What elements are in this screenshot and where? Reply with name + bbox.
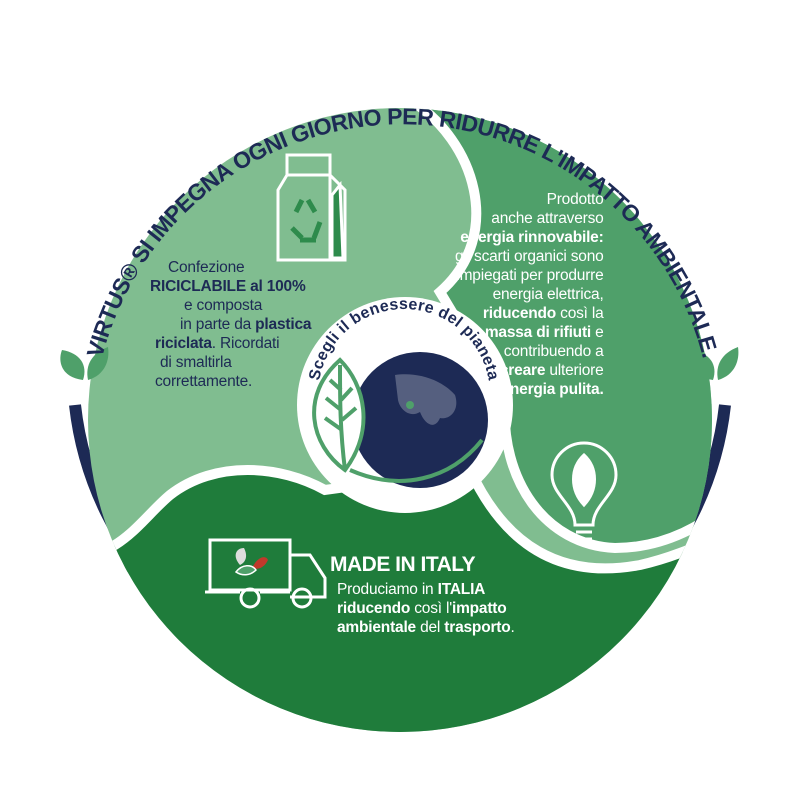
text-line: riciclata. Ricordati [150, 334, 311, 353]
bold-text: riducendo [482, 305, 557, 322]
text: in parte da [180, 316, 256, 333]
globe-icon [352, 352, 488, 488]
bold-text: riducendo [337, 600, 411, 617]
text-line: riducendo così la [455, 304, 604, 323]
lightbulb-leaf-icon [550, 441, 618, 541]
text-line: energia rinnovabile: [455, 228, 604, 247]
text: impiegati per produrre [456, 267, 604, 284]
text-line: gli scarti organici sono [455, 247, 604, 266]
text-line: anche attraverso [455, 209, 604, 228]
text-line: e composta [150, 296, 311, 315]
text: di smaltirla [160, 354, 232, 371]
text: anche attraverso [491, 210, 604, 227]
text-line: correttamente. [150, 372, 311, 391]
bold-text: ambientale [337, 619, 416, 636]
text: gli scarti organici sono [455, 248, 604, 265]
bold-text: massa di rifiuti [484, 324, 592, 341]
text: del [415, 619, 445, 636]
energy-description: Prodotto anche attraverso energia rinnovab… [455, 190, 604, 399]
text-line: energia pulita. [455, 380, 604, 399]
text: così la [556, 305, 604, 322]
text: energia elettrica, [492, 286, 604, 303]
made-in-italy-title: MADE IN ITALY [330, 553, 476, 576]
bold-text: trasporto [444, 619, 511, 636]
text-line: energia elettrica, [455, 285, 604, 304]
text-line: impiegati per produrre [455, 266, 604, 285]
text: Prodotto [546, 191, 604, 208]
text-line: di smaltirla [150, 353, 311, 372]
text: ulteriore [545, 362, 604, 379]
text-line: creare ulteriore [455, 361, 604, 380]
bold-text: creare [499, 362, 546, 379]
bold-text: plastica [255, 316, 312, 333]
text: Produciamo in [337, 581, 438, 598]
text: . [510, 619, 515, 636]
leaves-left-icon [60, 347, 109, 380]
bold-text: impatto [451, 600, 507, 617]
bold-text: energia pulita. [501, 381, 604, 398]
bold-text: ITALIA [437, 581, 486, 598]
text-line: in parte da plastica [150, 315, 311, 334]
text-line: Produciamo in ITALIA [337, 580, 515, 599]
delivery-truck-icon [205, 538, 327, 609]
text: Confezione [168, 259, 245, 276]
leaf-icon [312, 357, 484, 483]
text-line: ambientale del trasporto. [337, 618, 515, 637]
bold-text: RICICLABILE al 100% [150, 278, 306, 295]
text: e [591, 324, 604, 341]
text-line: Prodotto [455, 190, 604, 209]
text-line: contribuendo a [455, 342, 604, 361]
text-line: RICICLABILE al 100% [150, 277, 311, 296]
bold-text: energia rinnovabile: [460, 229, 604, 246]
text: così l' [410, 600, 452, 617]
bold-text: riciclata [155, 335, 212, 352]
text: e composta [184, 297, 263, 314]
text: . Ricordati [211, 335, 280, 352]
text-line: riducendo così l'impatto [337, 599, 515, 618]
text-line: massa di rifiuti e [455, 323, 604, 342]
text: contribuendo a [503, 343, 604, 360]
leaves-right-icon [690, 347, 739, 380]
text-line: Confezione [150, 258, 311, 277]
recyclable-bag-icon [276, 153, 347, 262]
text: correttamente. [155, 373, 253, 390]
